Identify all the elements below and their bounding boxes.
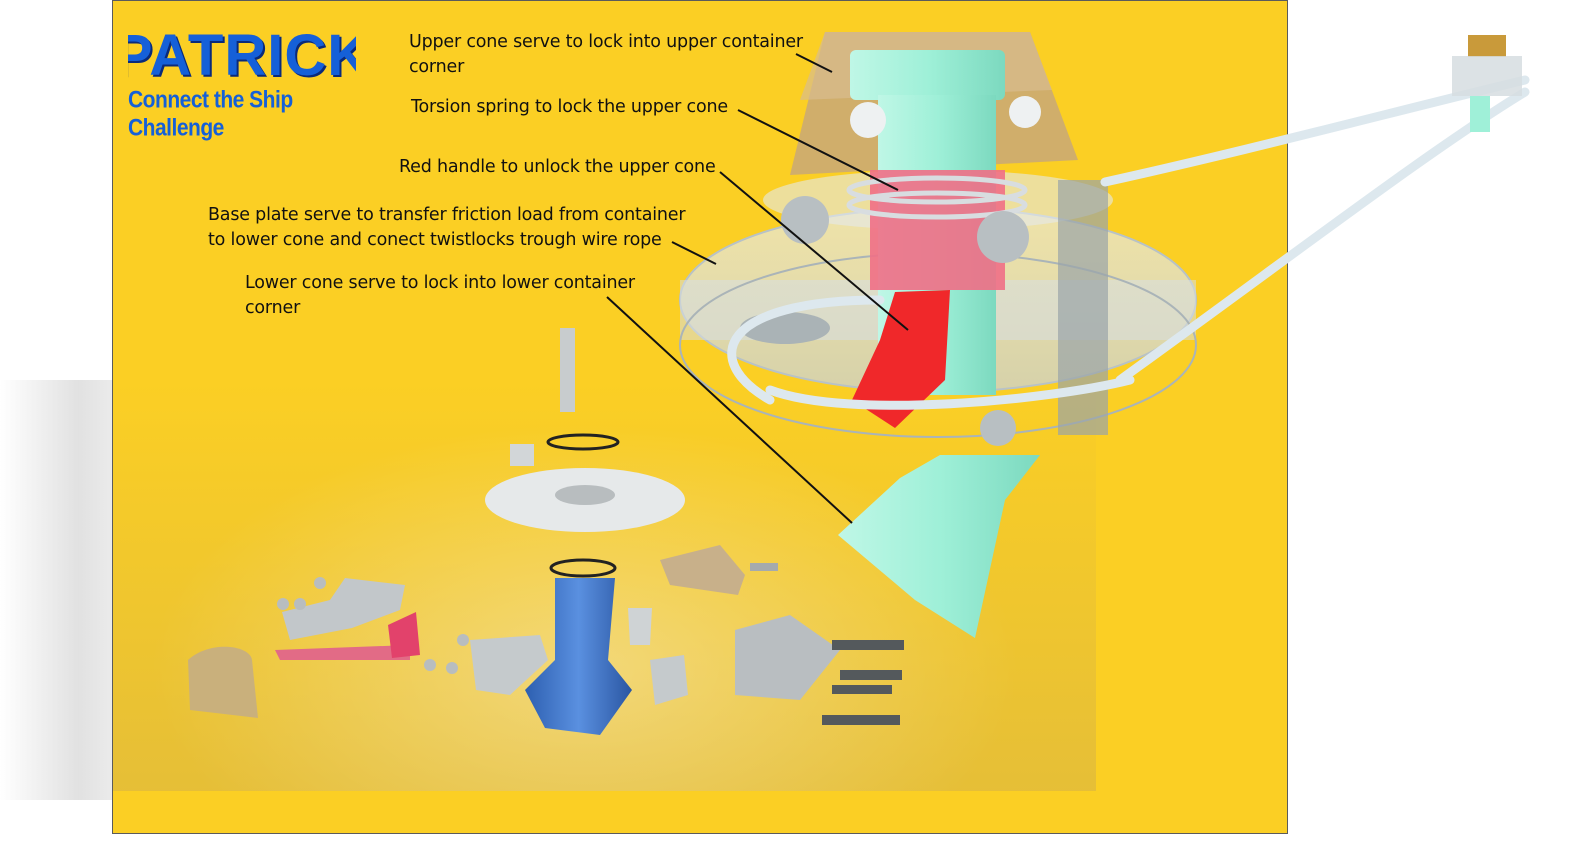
exploded-parts: [188, 328, 904, 735]
logo-wordmark: PATRICK PATRICK: [128, 23, 356, 83]
torsion-spring: [846, 170, 1028, 290]
label-base-plate-line2: to lower cone and conect twistlocks trou…: [208, 230, 662, 250]
label-upper-cone-line2: corner: [409, 57, 465, 77]
label-torsion-spring: Torsion spring to lock the upper cone: [411, 95, 728, 120]
label-lower-cone-line2: corner: [245, 298, 301, 318]
label-base-plate-line1: Base plate serve to transfer friction lo…: [208, 205, 686, 225]
far-twistlock: [1452, 35, 1522, 132]
leader-lines: [606, 53, 909, 524]
background-fade: [0, 380, 130, 800]
label-red-handle-line1: Red handle to unlock the upper cone: [399, 157, 716, 177]
label-base-plate: Base plate serve to transfer friction lo…: [208, 203, 686, 253]
logo-text: PATRICK: [128, 23, 356, 83]
logo-tagline: Connect the Ship Challenge: [128, 87, 293, 142]
label-torsion-spring-line1: Torsion spring to lock the upper cone: [411, 97, 728, 117]
label-lower-cone-line1: Lower cone serve to lock into lower cont…: [245, 273, 635, 293]
lower-cone: [838, 455, 1040, 638]
label-lower-cone: Lower cone serve to lock into lower cont…: [245, 271, 635, 321]
label-red-handle: Red handle to unlock the upper cone: [399, 155, 716, 180]
label-upper-cone: Upper cone serve to lock into upper cont…: [409, 30, 803, 80]
red-handle: [852, 290, 950, 428]
logo-shadow: PATRICK: [128, 25, 356, 83]
patrick-logo: PATRICK PATRICK Connect the Ship Challen…: [128, 23, 358, 141]
label-upper-cone-line1: Upper cone serve to lock into upper cont…: [409, 32, 803, 52]
